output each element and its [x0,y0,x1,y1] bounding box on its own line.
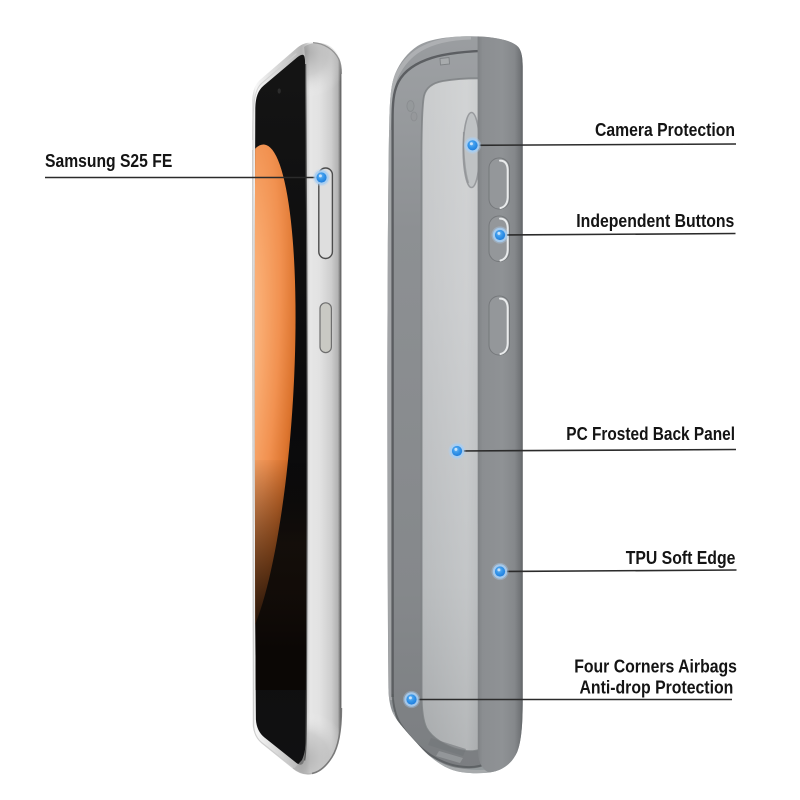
svg-text:TPU Soft Edge: TPU Soft Edge [626,548,736,568]
svg-text:Samsung S25 FE: Samsung S25 FE [45,151,172,171]
svg-text:PC Frosted Back Panel: PC Frosted Back Panel [566,424,735,444]
svg-text:Independent Buttons: Independent Buttons [576,211,734,231]
svg-text:Camera Protection: Camera Protection [595,120,735,140]
svg-text:Anti-drop Protection: Anti-drop Protection [580,678,734,698]
svg-text:Four Corners Airbags: Four Corners Airbags [574,657,737,677]
